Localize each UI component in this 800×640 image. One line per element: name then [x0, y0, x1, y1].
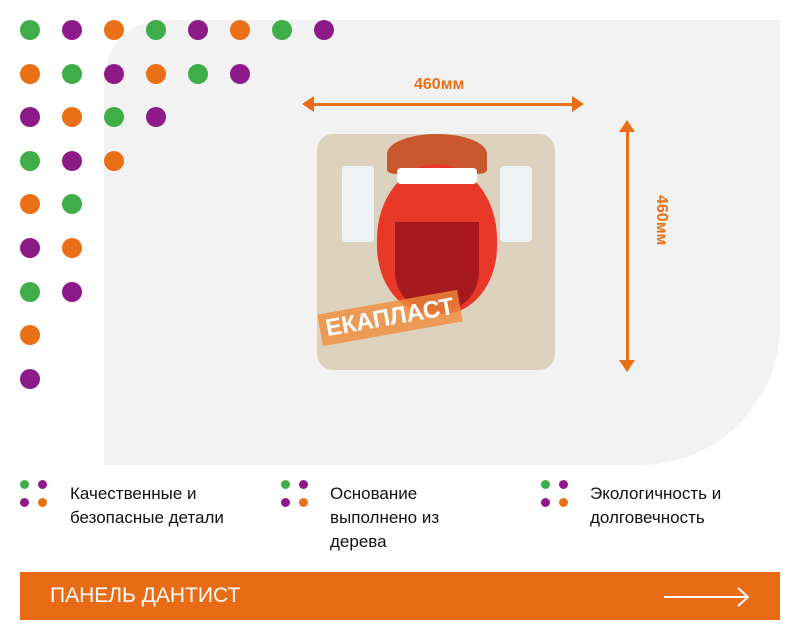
right-window: [500, 166, 532, 242]
decorative-dot: [146, 20, 166, 40]
decorative-dot: [104, 63, 124, 84]
decorative-dot: [62, 281, 82, 302]
decorative-dot: [104, 107, 124, 128]
decorative-dot: [20, 107, 40, 128]
product-image-dentist-panel: ЕКАПЛАСТ: [317, 134, 555, 370]
decorative-dot: [20, 63, 40, 84]
teeth-shape: [397, 168, 477, 184]
decorative-dot: [104, 20, 124, 40]
product-banner-link[interactable]: ПАНЕЛЬ ДАНТИСТ: [20, 572, 780, 620]
decorative-dot: [62, 238, 82, 258]
decorative-dot: [20, 194, 40, 215]
decorative-dot: [314, 20, 334, 40]
decorative-dot: [62, 20, 82, 40]
banner-title: ПАНЕЛЬ ДАНТИСТ: [50, 584, 241, 607]
decorative-dot: [62, 107, 82, 128]
width-dimension: 460мм: [414, 76, 465, 93]
decorative-dot: [62, 194, 82, 215]
decorative-dot: [20, 325, 40, 346]
feature-dots-icon: [20, 480, 50, 510]
decorative-dot: [62, 150, 82, 171]
decorative-dot: [20, 281, 40, 302]
arrow-right-icon: [664, 587, 750, 607]
decorative-dot: [62, 63, 82, 84]
decorative-dot: [230, 63, 250, 84]
decorative-dot: [20, 150, 40, 171]
decorative-dot: [104, 150, 124, 171]
decorative-dot: [230, 20, 250, 40]
height-arrow-icon: [619, 120, 635, 372]
decorative-dot: [272, 20, 292, 40]
watermark-logo: ЕКАПЛАСТ: [317, 289, 463, 347]
decorative-dot: [20, 238, 40, 258]
feature-dots-icon: [541, 480, 571, 510]
width-arrow-icon: [302, 96, 584, 112]
decorative-dot: [188, 63, 208, 84]
height-dimension: 460мм: [653, 195, 670, 246]
feature-dots-icon: [281, 480, 311, 510]
decorative-dot: [20, 20, 40, 40]
decorative-dot: [188, 20, 208, 40]
left-window: [342, 166, 374, 242]
decorative-dot: [146, 63, 166, 84]
decorative-dot: [20, 368, 40, 389]
decorative-dot: [146, 107, 166, 128]
